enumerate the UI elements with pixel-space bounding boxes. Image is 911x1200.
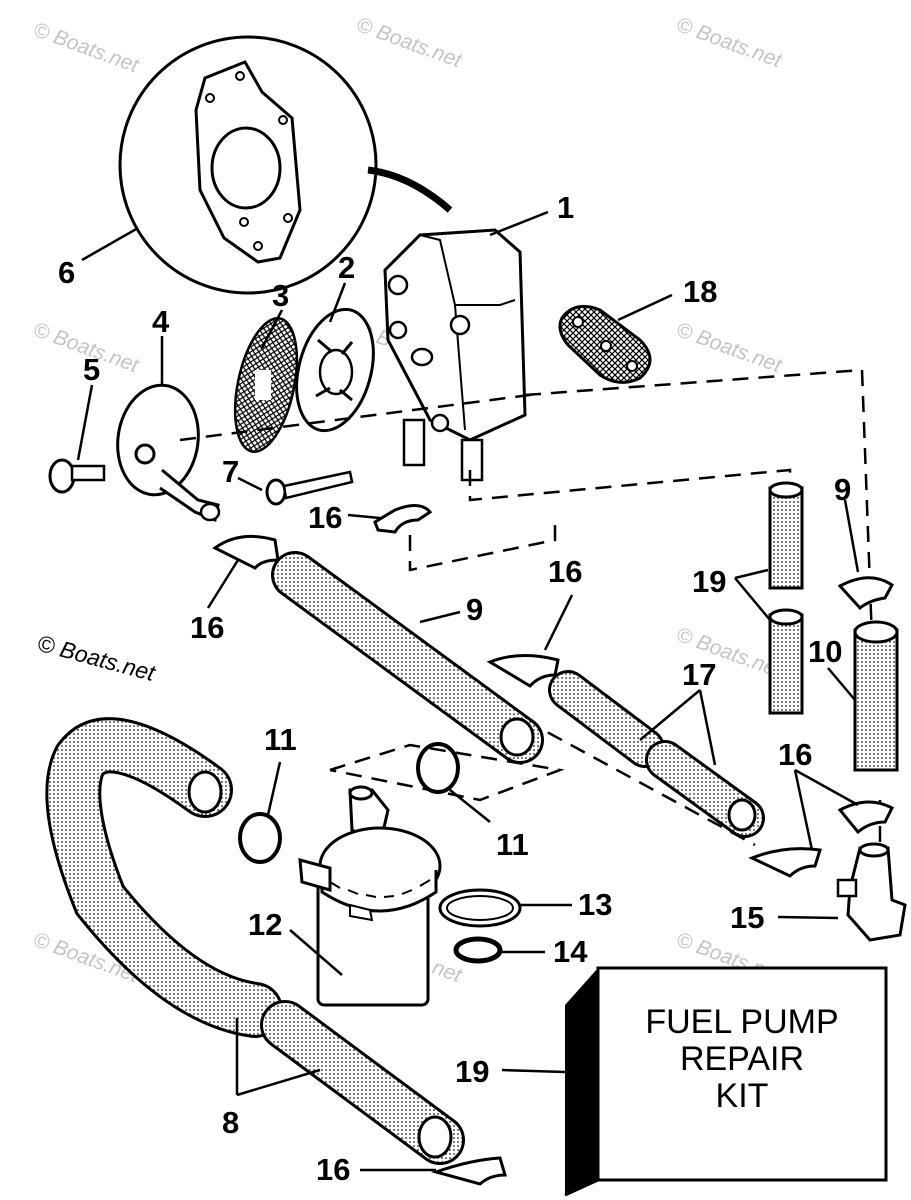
callout-9-hose: 9 (466, 592, 483, 627)
callout-13: 13 (578, 887, 612, 922)
watermark: © Boats.net (30, 18, 142, 78)
callout-18: 18 (683, 274, 717, 309)
callout-15: 15 (730, 900, 764, 935)
callout-19-kit: 19 (455, 1054, 489, 1089)
callout-4: 4 (152, 304, 170, 339)
callout-5: 5 (83, 352, 100, 387)
callout-12: 12 (248, 907, 282, 942)
callout-6: 6 (58, 255, 75, 290)
boats-net-watermark: © Boats.net (35, 630, 160, 687)
kit-label-line3: KIT (716, 1077, 769, 1115)
fuel-hoses (45, 481, 899, 1165)
callout-1: 1 (557, 190, 574, 225)
repair-kit-box: FUEL PUMP REPAIR KIT (564, 966, 888, 1197)
watermark: © Boats.net (353, 13, 465, 73)
callout-8: 8 (222, 1105, 239, 1140)
assembly-guide-lines (179, 368, 882, 850)
callout-7: 7 (222, 454, 239, 489)
callout-numbers: 1 2 3 4 5 6 7 8 9 9 10 11 11 12 13 14 15… (58, 190, 851, 1187)
callout-16-left: 16 (190, 610, 224, 645)
kit-label-line1: FUEL PUMP (645, 1003, 838, 1041)
callout-11-left: 11 (264, 722, 297, 757)
filter-screen (233, 316, 299, 454)
kit-label-line2: REPAIR (680, 1040, 804, 1078)
pump-cover (116, 383, 221, 523)
callout-3: 3 (272, 278, 289, 313)
callout-10: 10 (808, 634, 842, 669)
hose-clips (212, 504, 894, 1186)
callout-16-middle: 16 (548, 554, 582, 589)
check-valve-plate (295, 307, 375, 433)
watermark: © Boats.net (673, 318, 785, 378)
fuel-pump-body (383, 228, 527, 482)
callout-19-hose: 19 (692, 564, 726, 599)
mounting-screw (265, 470, 354, 506)
callout-14: 14 (553, 934, 588, 969)
callout-2: 2 (338, 250, 355, 285)
callout-11-right: 11 (496, 827, 529, 862)
fuel-filter-assembly (298, 785, 522, 1007)
callout-16-pump: 16 (308, 500, 342, 535)
callout-16-bottom: 16 (316, 1152, 350, 1187)
cover-screw (48, 458, 106, 494)
callout-16-right: 16 (778, 737, 812, 772)
watermark: © Boats.net (673, 13, 785, 73)
callout-9-clip: 9 (834, 472, 851, 507)
gasket-detail-inset (118, 35, 453, 295)
elbow-fitting (836, 842, 907, 942)
outlet-gasket (558, 304, 652, 384)
callout-17: 17 (682, 657, 716, 692)
leader-lines (76, 210, 860, 1172)
